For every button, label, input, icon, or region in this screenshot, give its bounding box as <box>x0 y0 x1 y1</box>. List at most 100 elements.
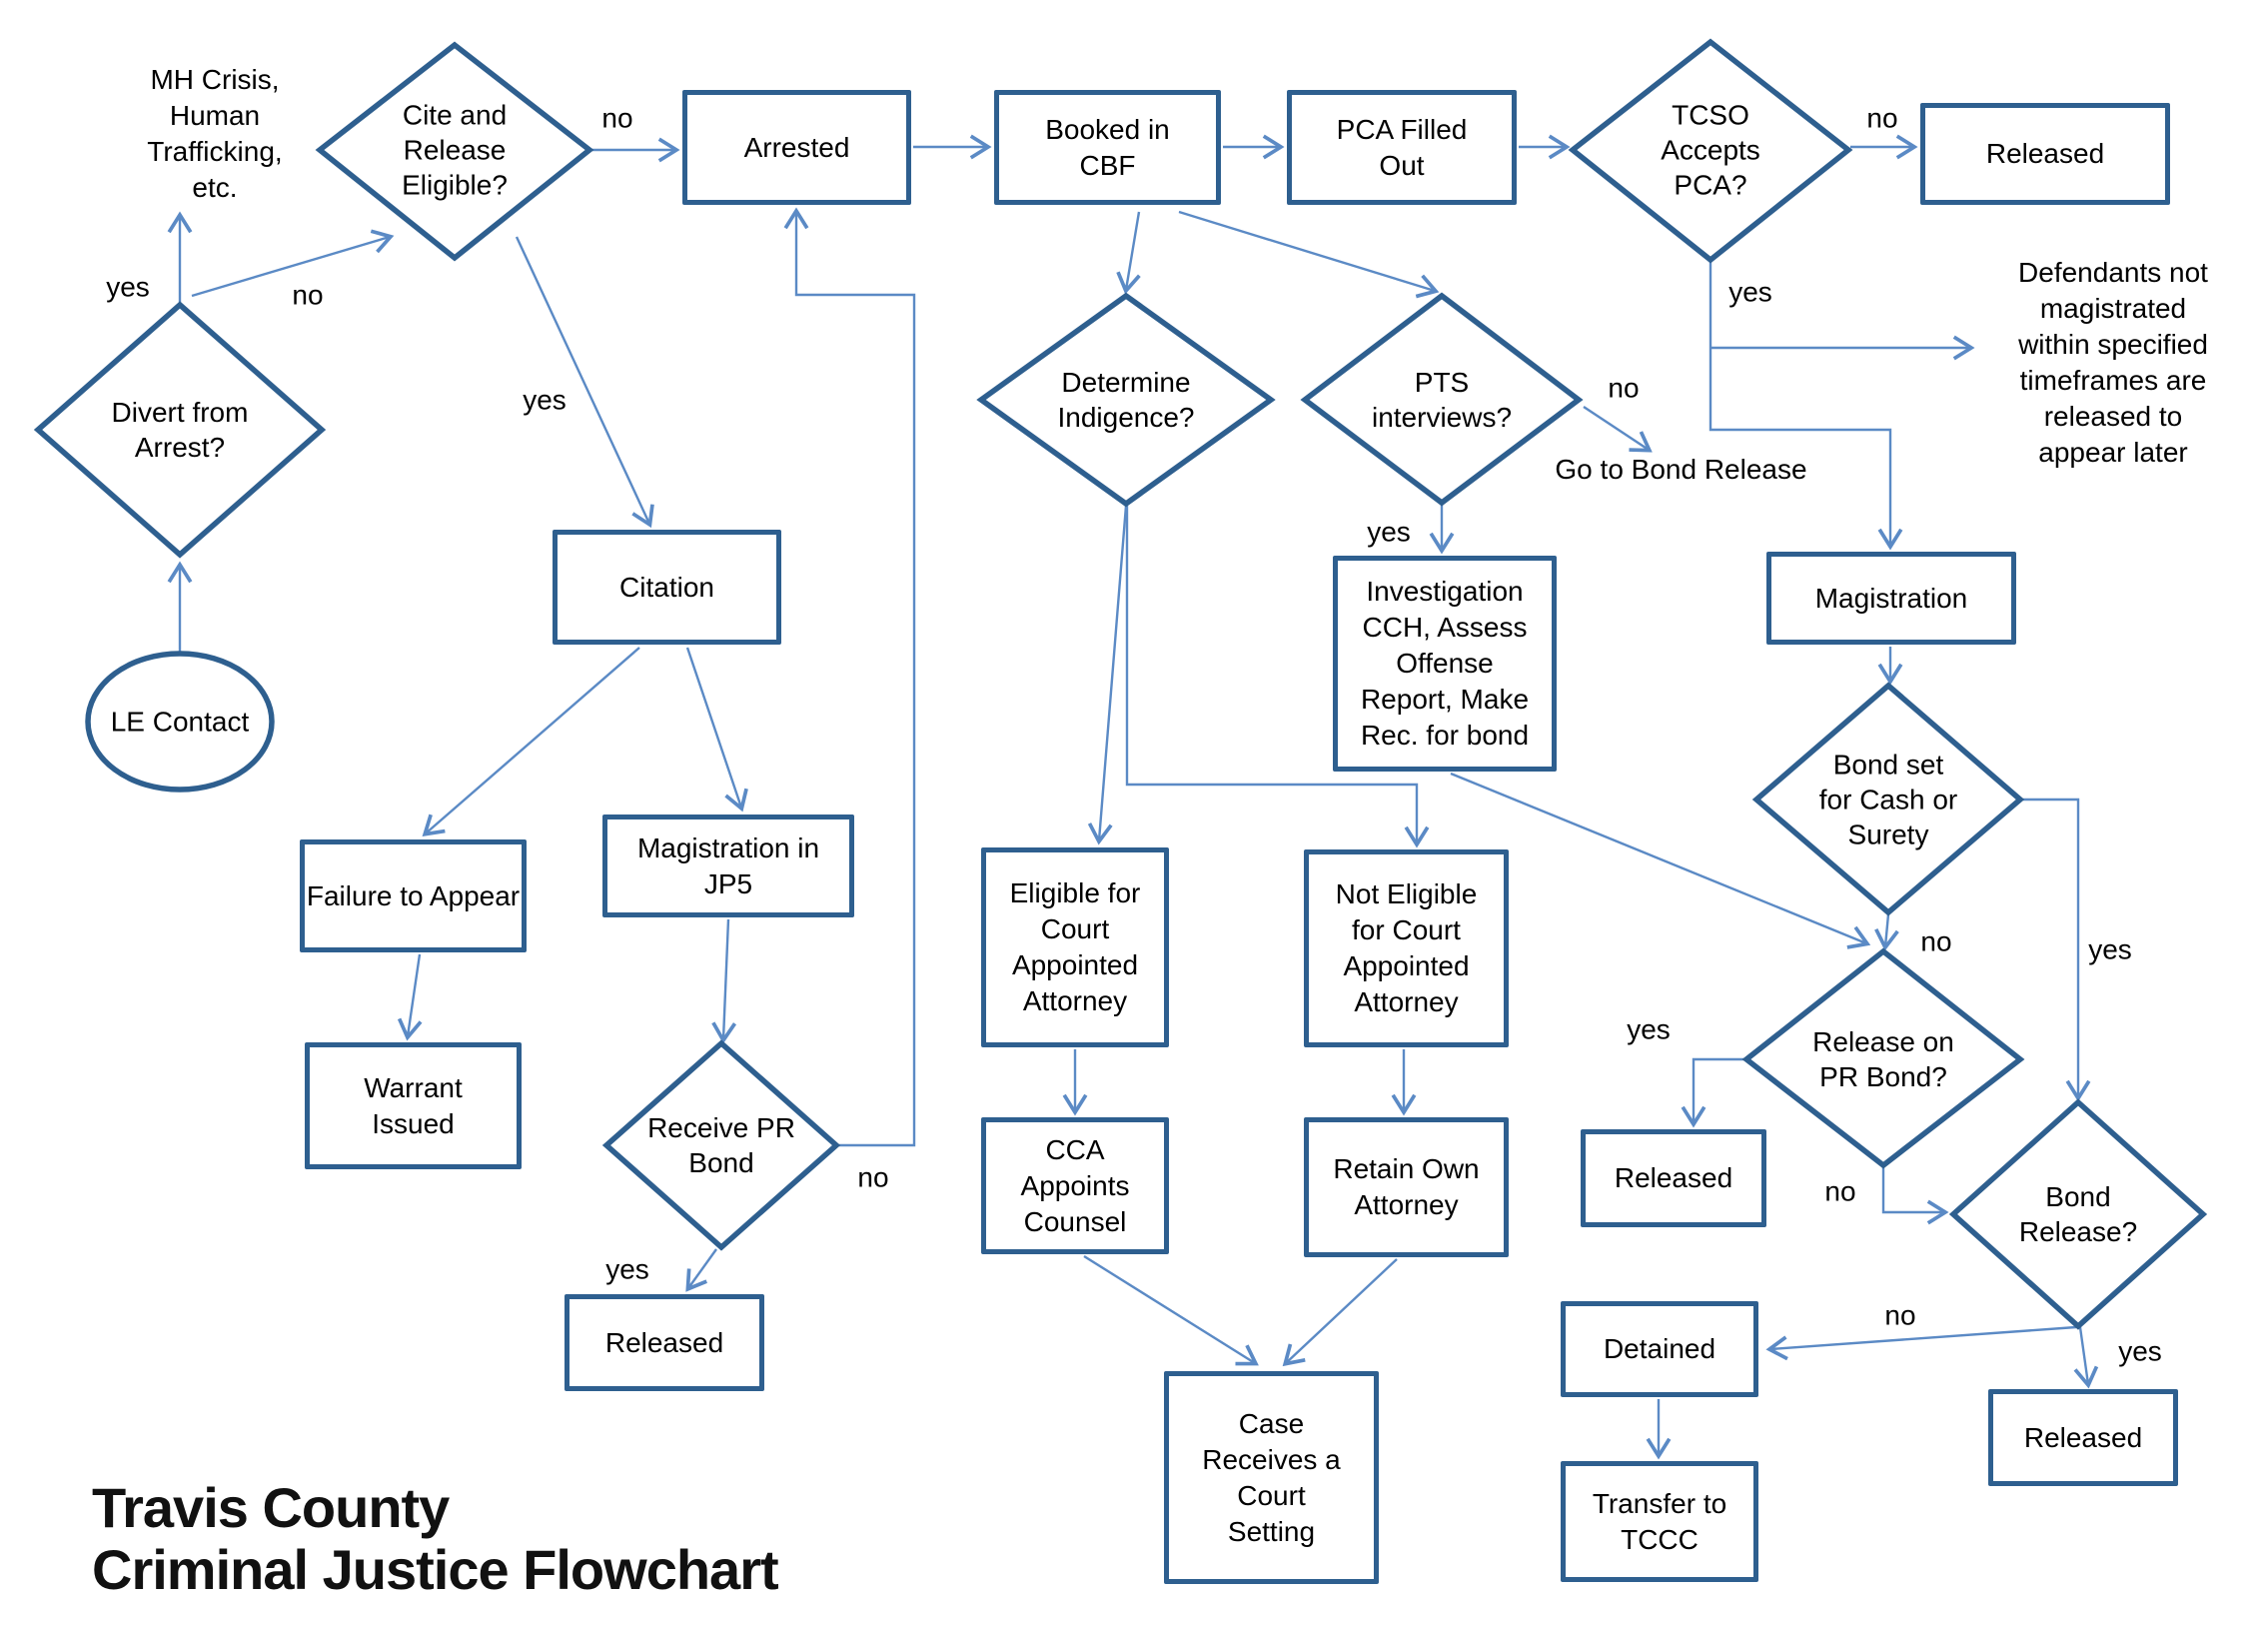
chart-title: Travis County Criminal Justice Flowchart <box>92 1476 779 1601</box>
node-arrested: Arrested <box>682 90 911 205</box>
node-pca: PCA Filled Out <box>1287 90 1517 205</box>
node-bond-release-label: Bond Release? <box>2018 1181 2138 1247</box>
diamond-cite-release <box>315 41 594 262</box>
node-not-eligible: Not Eligible for Court Appointed Attorne… <box>1304 849 1509 1047</box>
node-released-top: Released <box>1920 103 2170 205</box>
node-not-eligible-label: Not Eligible for Court Appointed Attorne… <box>1335 878 1478 1017</box>
edge-bondrelease-yes-to-released <box>2073 1326 2099 1389</box>
edge-bondset-no-to-releasepr <box>1874 913 1899 951</box>
node-eligible: Eligible for Court Appointed Attorney <box>981 847 1169 1047</box>
diamond-tcso <box>1568 38 1853 264</box>
edge-releasepr-no-to-bondrelease <box>1881 1167 1949 1225</box>
node-transfer-label: Transfer to TCCC <box>1592 1487 1727 1555</box>
node-arrested-label: Arrested <box>743 131 850 163</box>
node-receive-pr-label: Receive PR Bond <box>647 1112 795 1178</box>
edge-failure-to-warrant <box>397 953 423 1041</box>
node-case-setting: Case Receives a Court Setting <box>1164 1371 1379 1584</box>
node-case-setting-label: Case Receives a Court Setting <box>1202 1407 1341 1547</box>
node-failure-label: Failure to Appear <box>306 879 521 911</box>
label-bondrelease-yes: yes <box>2118 1335 2162 1367</box>
node-eligible-label: Eligible for Court Appointed Attorney <box>1009 877 1141 1016</box>
node-release-pr-label: Release on PR Bond? <box>1812 1026 1954 1092</box>
node-warrant: Warrant Issued <box>305 1042 522 1169</box>
edge-receivepr-no-to-arrested <box>783 207 916 1147</box>
edge-jp5-to-receivepr <box>711 918 737 1044</box>
node-warrant-label: Warrant Issued <box>364 1071 463 1139</box>
label-receive-no: no <box>857 1161 889 1193</box>
label-bondrelease-no: no <box>1884 1299 1916 1331</box>
node-pca-label: PCA Filled Out <box>1336 113 1468 181</box>
label-cite-yes: yes <box>523 384 567 416</box>
label-pts-no: no <box>1608 372 1640 404</box>
edge-booked-to-determine <box>1116 211 1141 295</box>
label-pts-yes: yes <box>1367 516 1411 548</box>
label-cite-no: no <box>601 102 633 134</box>
node-released-mid: Released <box>1581 1129 1766 1227</box>
label-tcso-no: no <box>1866 102 1898 134</box>
node-citation-label: Citation <box>619 571 714 603</box>
label-divert-no: no <box>292 279 324 311</box>
diamond-release-pr <box>1741 947 2025 1169</box>
edge-pts-no-to-gobond <box>1583 405 1653 453</box>
node-released-left: Released <box>565 1294 764 1391</box>
edge-determine-to-noteligible <box>1125 506 1430 848</box>
node-jp5-label: Magistration in JP5 <box>636 831 820 899</box>
diamond-pts <box>1300 292 1584 507</box>
edge-investigation-to-releasepr <box>1450 772 1871 949</box>
edge-cite-yes-to-citation <box>515 236 654 529</box>
node-citation: Citation <box>553 530 781 645</box>
edge-bondrelease-no-to-detained <box>1765 1325 2077 1361</box>
edge-determine-to-eligible <box>1087 505 1128 845</box>
node-magistration: Magistration <box>1766 552 2016 645</box>
node-detained: Detained <box>1561 1301 1758 1397</box>
diamond-bond-release <box>1948 1098 2208 1330</box>
node-released-bottom-label: Released <box>2023 1421 2143 1453</box>
node-cca-label: CCA Appoints Counsel <box>1020 1133 1130 1237</box>
node-le-contact-label: LE Contact <box>110 706 250 738</box>
node-cca: CCA Appoints Counsel <box>981 1117 1169 1254</box>
edge-bondset-yes-to-bondrelease <box>2022 798 2091 1102</box>
diamond-determine <box>976 292 1276 508</box>
node-tcso-label: TCSO Accepts PCA? <box>1661 99 1760 201</box>
node-released-bottom: Released <box>1988 1389 2178 1486</box>
node-released-mid-label: Released <box>1614 1162 1733 1193</box>
node-magistration-label: Magistration <box>1814 582 1968 614</box>
node-booked: Booked in CBF <box>994 90 1221 205</box>
edge-cca-to-case <box>1083 1254 1259 1366</box>
node-retain-label: Retain Own Attorney <box>1333 1153 1480 1220</box>
edge-booked-to-pts <box>1178 210 1440 299</box>
node-detained-label: Detained <box>1603 1333 1716 1364</box>
label-tcso-yes: yes <box>1728 276 1772 308</box>
ellipse-le-contact <box>85 651 275 793</box>
note-go-bond-release: Go to Bond Release <box>1555 454 1807 485</box>
label-receive-yes: yes <box>605 1253 649 1285</box>
node-investigation: Investigation CCH, Assess Offense Report… <box>1333 556 1557 772</box>
label-releasepr-yes: yes <box>1627 1013 1671 1045</box>
edge-divert-no-to-cite <box>191 229 395 298</box>
note-defendants: Defendants not magistrated within specif… <box>2018 257 2208 468</box>
node-released-top-label: Released <box>1985 138 2105 169</box>
label-divert-yes: yes <box>106 271 150 303</box>
node-investigation-label: Investigation CCH, Assess Offense Report… <box>1360 576 1530 751</box>
node-bond-set-label: Bond set for Cash or Surety <box>1818 749 1958 850</box>
note-mh-crisis: MH Crisis, Human Trafficking, etc. <box>147 64 283 203</box>
node-cite-release-label: Cite and Release Eligible? <box>402 99 508 201</box>
node-divert-label: Divert from Arrest? <box>111 397 249 463</box>
node-retain: Retain Own Attorney <box>1304 1117 1509 1257</box>
edge-receivepr-yes-to-released <box>685 1248 717 1292</box>
node-failure: Failure to Appear <box>300 839 527 952</box>
edge-retain-to-case <box>1282 1258 1398 1367</box>
node-booked-label: Booked in CBF <box>1045 113 1170 181</box>
diamond-bond-set <box>1751 682 2025 916</box>
edge-releasepr-yes-to-released <box>1681 1057 1744 1128</box>
diamond-divert <box>33 301 327 559</box>
label-bondset-yes: yes <box>2088 933 2132 965</box>
label-bondset-no: no <box>1920 925 1952 957</box>
edge-citation-to-failure <box>422 647 640 836</box>
node-pts-label: PTS interviews? <box>1371 367 1513 433</box>
diamond-receive-pr <box>601 1039 841 1251</box>
label-releasepr-no: no <box>1824 1175 1856 1207</box>
edge-tcso-yes-to-magistration <box>1708 262 1903 551</box>
edge-citation-to-jp5 <box>685 647 748 813</box>
